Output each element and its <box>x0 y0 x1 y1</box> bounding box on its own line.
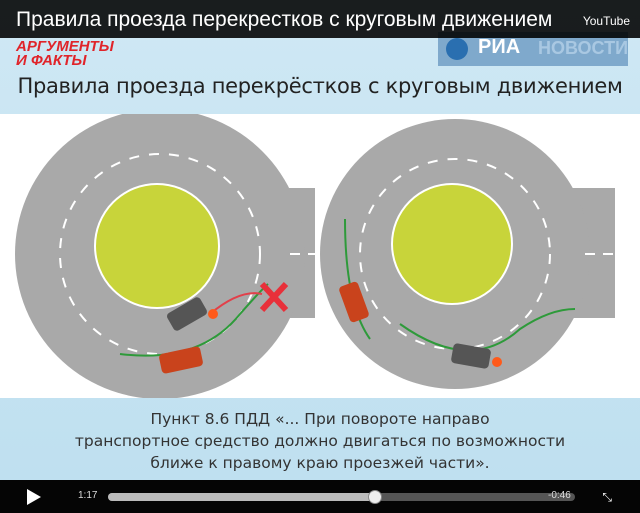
play-icon[interactable] <box>27 489 41 505</box>
slide-title: Правила проезда перекрёстков с круговым … <box>17 74 623 98</box>
fullscreen-icon[interactable]: ⤡ <box>602 490 612 504</box>
progress-handle[interactable] <box>368 490 383 504</box>
video-title-bar: Правила проезда перекрестков с круговым … <box>0 0 640 38</box>
caption-line: транспортное средство должно двигаться п… <box>74 432 566 450</box>
progress-bar[interactable] <box>108 493 575 501</box>
caption-line: ближе к правому краю проезжей части». <box>150 454 490 472</box>
caption-line: Пункт 8.6 ПДД «... При повороте направо <box>150 410 490 428</box>
video-title[interactable]: Правила проезда перекрестков с круговым … <box>16 8 553 31</box>
roundabout-diagram <box>0 114 640 398</box>
prohibited-cross-icon <box>259 281 289 313</box>
roundabout-left <box>15 114 315 398</box>
youtube-logo[interactable]: YouTube <box>582 14 630 28</box>
elapsed-time: 1:17 <box>78 490 98 501</box>
slide-caption: Пункт 8.6 ПДД «... При повороте направо … <box>0 408 640 474</box>
remaining-time: -0:46 <box>548 490 571 501</box>
progress-fill <box>108 493 375 501</box>
player-controls: 1:17 -0:46 ⤡ <box>0 480 640 513</box>
roundabout-right <box>320 119 615 389</box>
